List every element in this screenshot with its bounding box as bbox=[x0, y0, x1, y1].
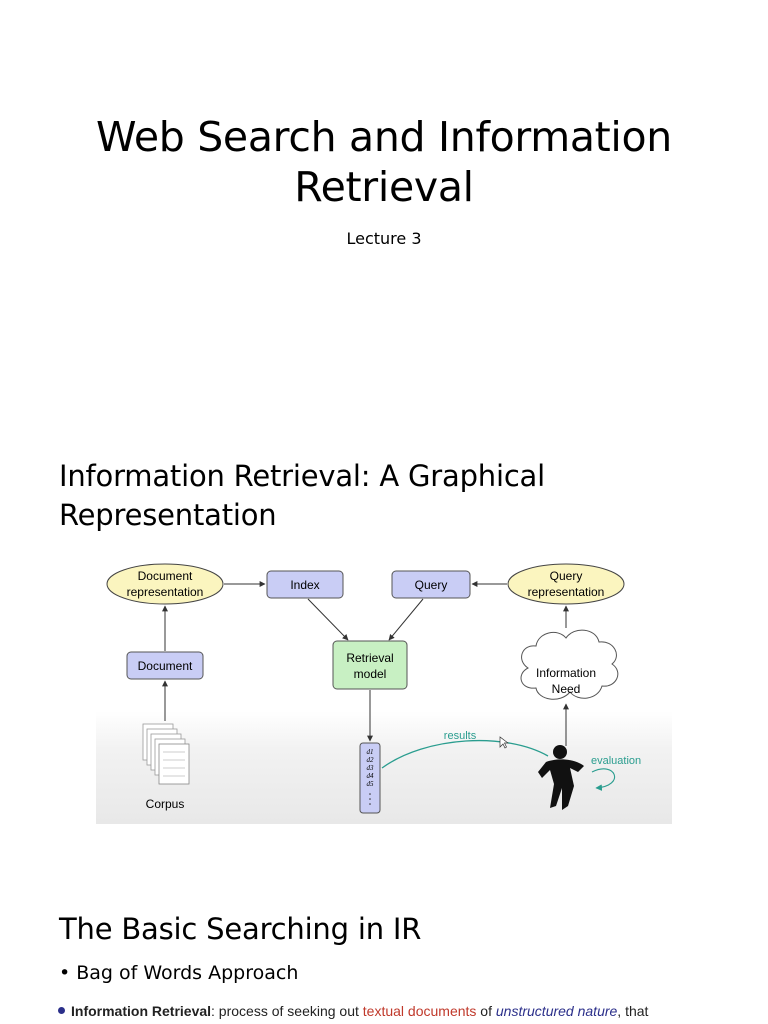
corpus-stack-icon: Corpus bbox=[142, 723, 190, 811]
bullet-bag-of-words: •Bag of Words Approach bbox=[59, 962, 298, 984]
definition-blue-text: unstructured nature bbox=[495, 1003, 618, 1019]
node-index: Index bbox=[266, 570, 344, 599]
definition-bullet-icon bbox=[58, 1006, 65, 1014]
node-document-representation: Document representation bbox=[106, 563, 224, 605]
lecture-title-line2: Retrieval bbox=[294, 163, 474, 211]
result-d3: d3 bbox=[367, 764, 375, 772]
user-figure-icon bbox=[538, 745, 584, 810]
evaluation-label: evaluation bbox=[591, 755, 641, 767]
corpus-label: Corpus bbox=[146, 797, 185, 811]
node-query-representation: Query representation bbox=[507, 563, 625, 605]
results-label: results bbox=[444, 730, 477, 742]
lecture-title-line1: Web Search and Information bbox=[95, 113, 672, 161]
diagram-arrows bbox=[162, 581, 569, 746]
ir-definition: Information Retrieval: process of seekin… bbox=[58, 1002, 698, 1020]
lecture-title: Web Search and Information Retrieval bbox=[0, 112, 768, 212]
graphical-representation-heading: Information Retrieval: A Graphical Repre… bbox=[59, 457, 699, 535]
doc-rep-line2: representation bbox=[127, 585, 204, 599]
evaluation-loop bbox=[591, 768, 616, 791]
definition-term: Information Retrieval bbox=[71, 1003, 212, 1019]
results-curve bbox=[381, 739, 549, 769]
node-document: Document bbox=[126, 651, 204, 680]
result-d5: d5 bbox=[367, 780, 375, 788]
query-label: Query bbox=[415, 578, 448, 592]
result-d2: d2 bbox=[367, 756, 375, 764]
info-need-line1: Information bbox=[536, 666, 596, 680]
info-need-line2: Need bbox=[552, 682, 581, 696]
arrow-index-to-retrieval bbox=[307, 598, 349, 641]
node-query: Query bbox=[391, 570, 471, 599]
heading-line1: Information Retrieval: A Graphical bbox=[59, 459, 545, 493]
result-d4: d4 bbox=[367, 772, 375, 780]
index-label: Index bbox=[290, 578, 319, 592]
basic-searching-heading: The Basic Searching in IR bbox=[59, 912, 422, 946]
definition-part2: of bbox=[476, 1003, 496, 1019]
ranked-results-column: d1 d2 d3 d4 d5 bbox=[359, 742, 381, 814]
heading-line2: Representation bbox=[59, 498, 277, 532]
result-d1: d1 bbox=[367, 748, 374, 756]
definition-part3: , that bbox=[617, 1003, 649, 1019]
bullet-dot: • bbox=[59, 962, 71, 984]
definition-part1: : process of seeking out bbox=[211, 1003, 363, 1019]
node-retrieval-model: Retrieval model bbox=[332, 640, 408, 690]
node-information-need-cloud: Information Need bbox=[520, 629, 619, 700]
document-label: Document bbox=[138, 659, 193, 673]
doc-rep-line1: Document bbox=[138, 569, 193, 583]
query-rep-line2: representation bbox=[528, 585, 605, 599]
bullet-text: Bag of Words Approach bbox=[76, 962, 299, 984]
definition-red-text: textual documents bbox=[362, 1003, 477, 1019]
retrieval-line1: Retrieval bbox=[346, 651, 393, 665]
title-slide: Web Search and Information Retrieval Lec… bbox=[0, 0, 768, 420]
cursor-icon bbox=[499, 736, 510, 749]
query-rep-line1: Query bbox=[550, 569, 583, 583]
ir-diagram: Document representation Index Query Quer… bbox=[96, 556, 672, 824]
arrow-query-to-retrieval bbox=[388, 598, 424, 641]
lecture-subtitle: Lecture 3 bbox=[346, 229, 422, 248]
retrieval-line2: model bbox=[354, 667, 387, 681]
